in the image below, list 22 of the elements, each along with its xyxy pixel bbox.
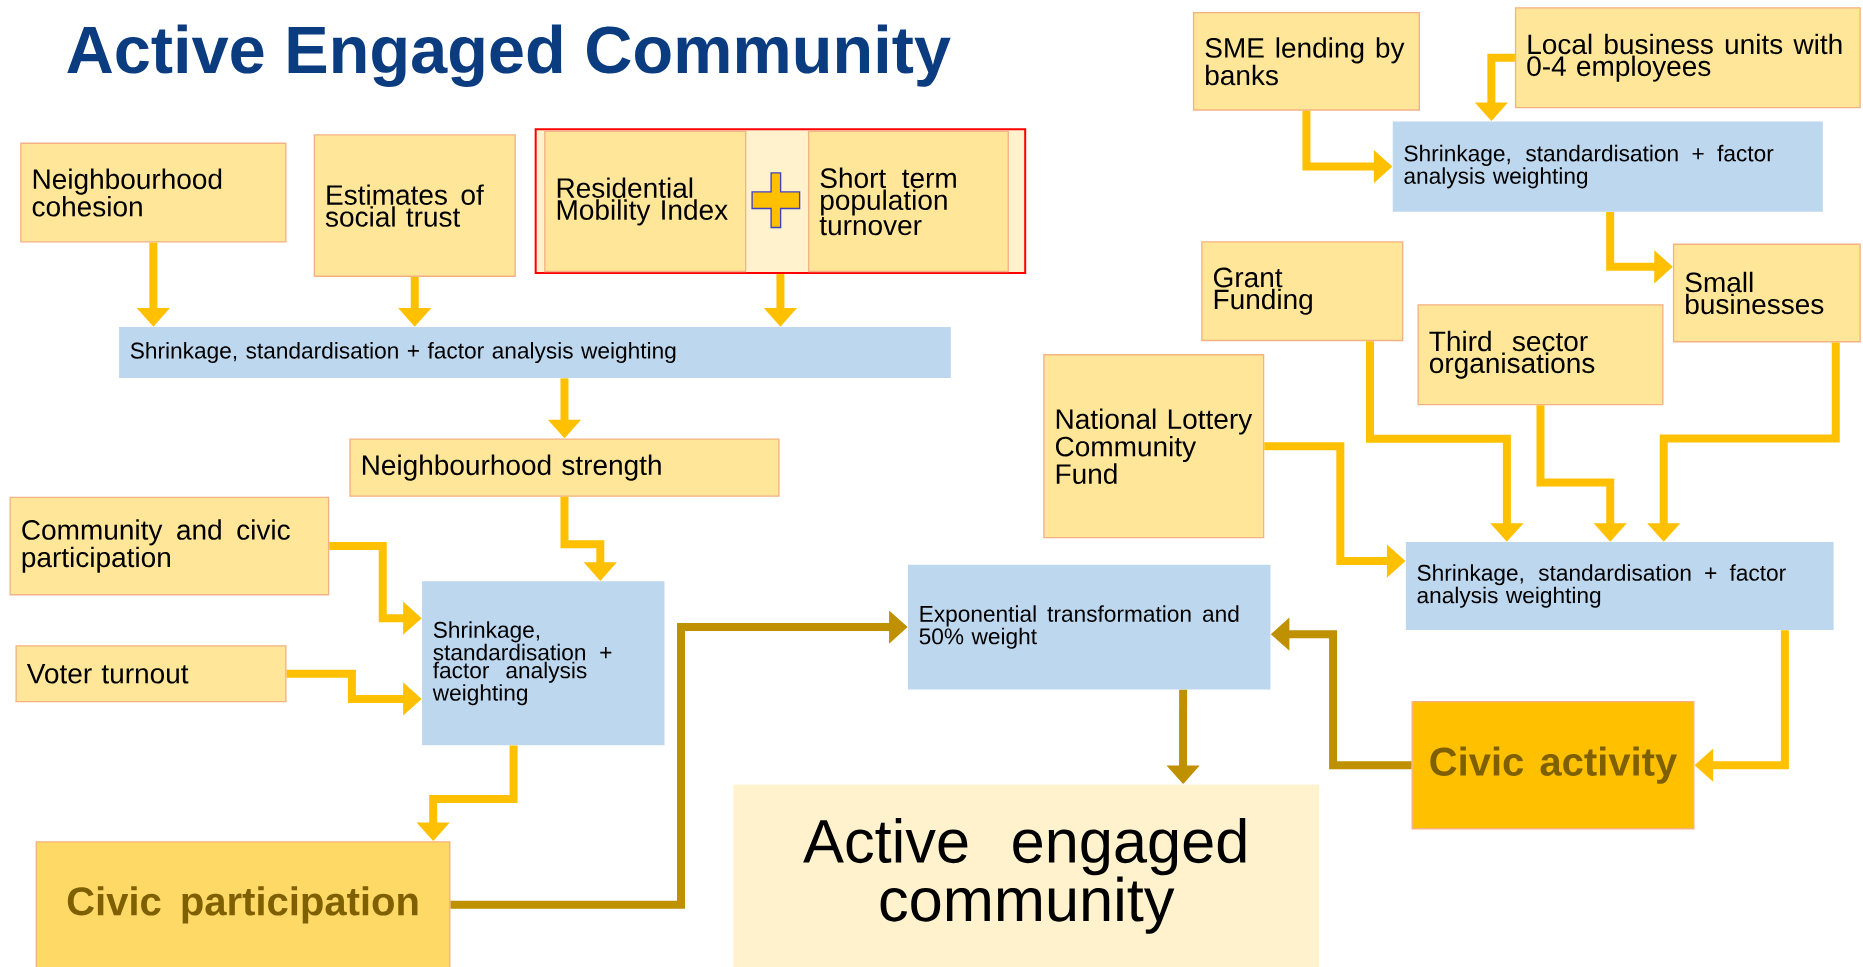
process-box: Shrinkage, standardisation + factor analysis weighting xyxy=(119,326,951,378)
input-box: SME lending by banks xyxy=(1192,11,1420,111)
process-box: Exponential transformation and 50% weight xyxy=(908,564,1271,690)
input-box: Local business units with 0-4 employees xyxy=(1514,7,1861,109)
process-box: Shrinkage, standardisation + factor analysis weighting xyxy=(1392,121,1823,212)
input-box: Voter turnout xyxy=(15,645,287,703)
title: Active Engaged Community xyxy=(67,24,951,87)
process-box: Shrinkage, standardisation + factor analysis weighting xyxy=(422,581,665,746)
input-box: Short term population turnover xyxy=(807,130,1009,273)
input-box: Community and civic participation xyxy=(9,496,330,596)
output-box: Civic activity xyxy=(1411,700,1695,830)
input-box: Residential Mobility Index xyxy=(544,130,747,273)
process-box: Shrinkage, standardisation + factor analysis weighting xyxy=(1405,542,1834,630)
input-box: Third sector organisations xyxy=(1417,304,1664,406)
output-box: Civic participation xyxy=(35,841,451,967)
input-box: Grant Funding xyxy=(1201,241,1404,342)
input-box: Neighbourhood strength xyxy=(349,438,780,497)
input-box: Estimates of social trust xyxy=(313,134,516,277)
input-box: Small businesses xyxy=(1672,243,1861,343)
result-box: Active engaged community xyxy=(733,784,1320,967)
input-box: Neighbourhood cohesion xyxy=(20,142,287,243)
input-box: National Lottery Community Fund xyxy=(1043,354,1265,539)
